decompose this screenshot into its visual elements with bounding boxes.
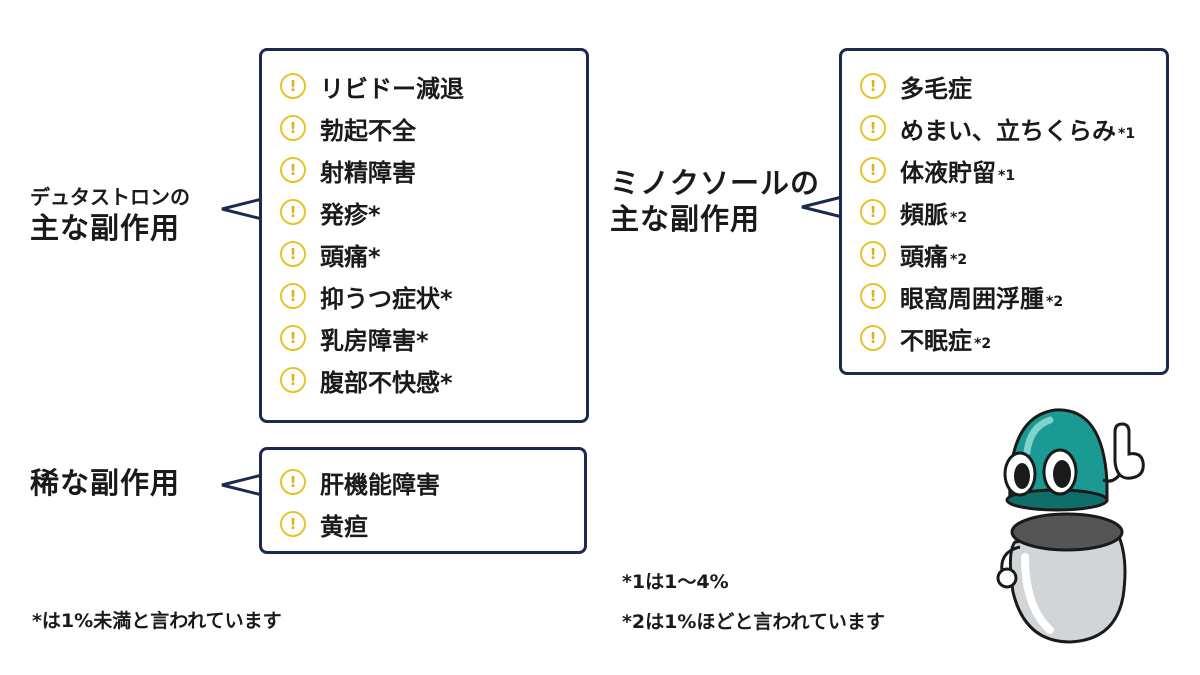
warning-circle-icon: ! [860, 325, 886, 351]
minoxol-side-effect-item: ! 体液貯留*1 [860, 149, 1166, 191]
minoxol-side-effect-item-text: 不眠症 [900, 326, 972, 355]
footnote-star1: *1は1〜4% [622, 571, 729, 593]
minoxol-side-effects-box: !多毛症!めまい、立ちくらみ*1!体液貯留*1!頻脈*2!頭痛*2!眼窩周囲浮腫… [839, 48, 1169, 375]
warning-circle-icon: ! [860, 157, 886, 183]
rare-side-effect-item-text: 黄疸 [320, 512, 368, 541]
dutastron-side-effect-item: ! リビドー減退 [280, 65, 586, 107]
dutastron-side-effects-list: ! リビドー減退! 勃起不全! 射精障害! 発疹*! 頭痛*! 抑うつ症状*! 乳房障害*! 腹… [280, 65, 586, 401]
dutastron-side-effect-item-text: 頭痛* [320, 242, 381, 271]
minoxol-side-effect-item-text: 頻脈 [900, 200, 948, 229]
minoxol-side-effect-item-text: 眼窩周囲浮腫 [900, 284, 1044, 313]
minoxol-side-effect-item-text: 頭痛 [900, 242, 948, 271]
warning-circle-icon: ! [280, 115, 306, 141]
minoxol-side-effect-item-text: 体液貯留 [900, 158, 996, 187]
capsule-mascot-illustration [996, 408, 1145, 644]
minoxol-side-effect-item-text: 多毛症 [900, 74, 972, 103]
warning-circle-icon: ! [280, 325, 306, 351]
minoxol-side-effect-item: ! めまい、立ちくらみ*1 [860, 107, 1166, 149]
warning-circle-icon: ! [860, 73, 886, 99]
dutastron-side-effect-item: ! 射精障害 [280, 149, 586, 191]
minoxol-side-effect-item: ! 眼窩周囲浮腫*2 [860, 275, 1166, 317]
minoxol-side-effect-item-note: *1 [998, 168, 1016, 184]
dutastron-label-large: 主な副作用 [30, 211, 181, 245]
minoxol-label: ミノクソールの 主な副作用 [610, 165, 820, 238]
warning-circle-icon: ! [280, 283, 306, 309]
warning-circle-icon: ! [280, 367, 306, 393]
minoxol-label-line1: ミノクソールの [610, 166, 821, 200]
minoxol-side-effect-item-note: *2 [950, 252, 968, 268]
dutastron-label: デュタストロンの 主な副作用 [30, 185, 190, 246]
dutastron-side-effect-item: ! 抑うつ症状* [280, 275, 586, 317]
rare-label-text: 稀な副作用 [30, 466, 181, 500]
minoxol-side-effect-item: ! 頭痛*2 [860, 233, 1166, 275]
rare-side-effect-item: ! 肝機能障害 [280, 461, 584, 503]
warning-circle-icon: ! [860, 241, 886, 267]
warning-circle-icon: ! [860, 199, 886, 225]
dutastron-side-effect-item-text: 腹部不快感* [320, 368, 453, 397]
minoxol-side-effect-item: ! 頻脈*2 [860, 191, 1166, 233]
warning-circle-icon: ! [280, 73, 306, 99]
dutastron-side-effect-item: ! 頭痛* [280, 233, 586, 275]
dutastron-side-effect-item-text: 射精障害 [320, 158, 416, 187]
warning-circle-icon: ! [280, 469, 306, 495]
minoxol-side-effect-item-note: *2 [1046, 294, 1064, 310]
dutastron-side-effect-item-text: 勃起不全 [320, 116, 416, 145]
bubble-tail-left [221, 197, 266, 221]
dutastron-side-effect-item-text: 発疹* [320, 200, 381, 229]
minoxol-side-effect-item: ! 不眠症*2 [860, 317, 1166, 359]
warning-circle-icon: ! [280, 511, 306, 537]
bubble-tail-rare [221, 473, 266, 497]
dutastron-side-effect-item-text: 乳房障害* [320, 326, 429, 355]
rare-side-effect-item: ! 黄疸 [280, 503, 584, 545]
warning-circle-icon: ! [280, 199, 306, 225]
dutastron-side-effects-box: ! リビドー減退! 勃起不全! 射精障害! 発疹*! 頭痛*! 抑うつ症状*! 乳房障害*! 腹… [259, 48, 589, 423]
footnote-under-one-percent: *は1%未満と言われています [32, 610, 282, 632]
minoxol-side-effect-item: ! 多毛症 [860, 65, 1166, 107]
dutastron-side-effect-item: ! 腹部不快感* [280, 359, 586, 401]
minoxol-side-effect-item-note: *2 [974, 336, 992, 352]
dutastron-side-effect-item-text: 抑うつ症状* [320, 284, 453, 313]
rare-label: 稀な副作用 [30, 465, 180, 501]
dutastron-side-effect-item: ! 乳房障害* [280, 317, 586, 359]
minoxol-side-effect-item-note: *2 [950, 210, 968, 226]
bubble-tail-right [801, 195, 846, 219]
minoxol-side-effect-item-text: めまい、立ちくらみ [900, 116, 1116, 145]
footnote-star2: *2は1%ほどと言われています [622, 611, 885, 633]
warning-circle-icon: ! [860, 283, 886, 309]
minoxol-side-effect-item-note: *1 [1118, 126, 1136, 142]
warning-circle-icon: ! [280, 241, 306, 267]
warning-circle-icon: ! [860, 115, 886, 141]
minoxol-side-effects-list: !多毛症!めまい、立ちくらみ*1!体液貯留*1!頻脈*2!頭痛*2!眼窩周囲浮腫… [860, 65, 1166, 359]
warning-circle-icon: ! [280, 157, 306, 183]
dutastron-side-effect-item: ! 勃起不全 [280, 107, 586, 149]
dutastron-side-effect-item: ! 発疹* [280, 191, 586, 233]
dutastron-side-effect-item-text: リビドー減退 [320, 74, 464, 103]
minoxol-label-line2: 主な副作用 [610, 202, 761, 237]
rare-side-effect-item-text: 肝機能障害 [320, 470, 440, 499]
dutastron-label-small: デュタストロンの [30, 185, 190, 209]
rare-side-effects-list: ! 肝機能障害! 黄疸 [280, 461, 584, 545]
rare-side-effects-box: ! 肝機能障害! 黄疸 [259, 447, 587, 554]
